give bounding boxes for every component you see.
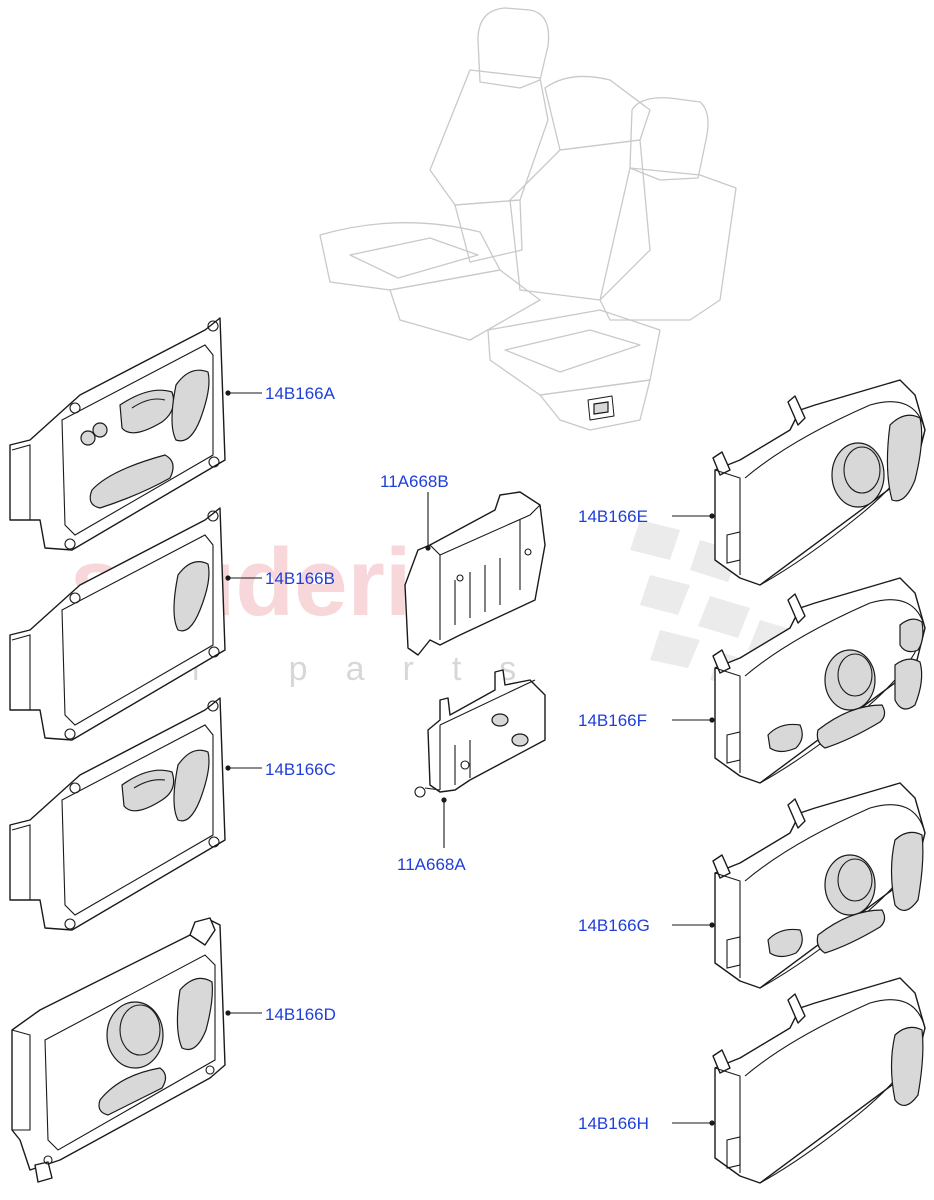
seat-switch-panel-g	[712, 782, 926, 989]
callout-14b166a: 14B166A	[265, 384, 336, 403]
callout-14b166g: 14B166G	[578, 916, 650, 935]
callout-11a668b: 11A668B	[380, 472, 449, 491]
leader-g: 14B166G	[578, 916, 715, 935]
callout-14b166d: 14B166D	[265, 1005, 336, 1024]
seat-switch-panel-e	[712, 379, 926, 586]
callout-14b166h: 14B166H	[578, 1114, 649, 1133]
seat-switch-panel-h	[712, 977, 926, 1184]
callout-14b166c: 14B166C	[265, 760, 336, 779]
callout-14b166e: 14B166E	[578, 507, 648, 526]
callout-14b166b: 14B166B	[265, 569, 335, 588]
leader-e: 14B166E	[578, 507, 715, 526]
rear-seat-context-illustration	[319, 7, 737, 431]
leader-d: 14B166D	[225, 1005, 336, 1024]
leader-f: 14B166F	[578, 711, 715, 730]
leader-module-b: 11A668B	[380, 472, 449, 551]
seat-control-module-a	[414, 669, 546, 798]
seat-switch-panel-c	[9, 697, 226, 931]
leader-a: 14B166A	[225, 384, 336, 403]
seat-switch-panel-b	[9, 507, 226, 741]
leader-c: 14B166C	[225, 760, 336, 779]
seat-switch-panel-d	[11, 917, 226, 1183]
seat-control-module-bracket-b	[404, 491, 546, 656]
seat-switch-panel-a	[9, 317, 226, 551]
leader-module-a: 11A668A	[397, 797, 466, 874]
callout-14b166f: 14B166F	[578, 711, 647, 730]
callout-11a668a: 11A668A	[397, 855, 466, 874]
leader-b: 14B166B	[225, 569, 335, 588]
leader-h: 14B166H	[578, 1114, 715, 1133]
seat-switch-panel-f	[712, 577, 926, 784]
